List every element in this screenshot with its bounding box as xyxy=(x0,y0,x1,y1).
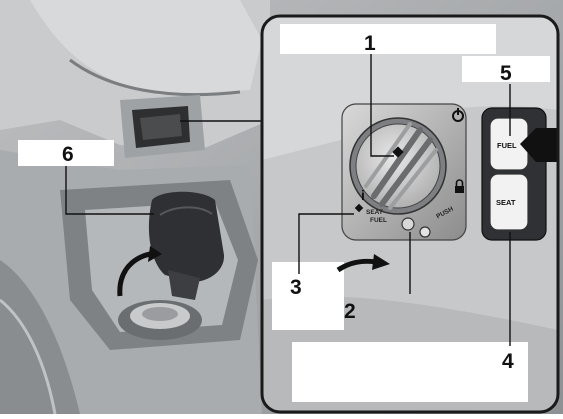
svg-text:SEAT: SEAT xyxy=(496,198,516,207)
label-box-6 xyxy=(18,140,114,166)
svg-text:FUEL: FUEL xyxy=(497,141,517,150)
info-mark: i xyxy=(361,187,365,203)
label-box-5 xyxy=(462,56,550,82)
knob-pointer xyxy=(392,146,404,158)
leader-line-3 xyxy=(298,213,354,274)
rotate-arrow-icon xyxy=(336,258,377,273)
callout-3: 3 xyxy=(290,276,302,299)
indicator-button[interactable] xyxy=(401,217,415,231)
callout-6: 6 xyxy=(62,143,74,166)
seat-label-small: SEAT xyxy=(366,209,383,216)
arrow-icon xyxy=(117,251,151,297)
fuel-label-small: FUEL xyxy=(370,217,387,224)
callout-2: 2 xyxy=(344,300,356,323)
detail-panel: i SEAT FUEL PUSH FUEL SEAT 1 5 3 2 4 xyxy=(260,14,560,414)
callout-4: 4 xyxy=(502,350,514,373)
label-box-3-2 xyxy=(272,262,344,330)
panel-frame xyxy=(260,14,560,414)
leader-line-1 xyxy=(370,54,394,157)
lock-icon xyxy=(455,179,464,193)
callout-1: 1 xyxy=(364,32,376,55)
seat-button[interactable] xyxy=(489,173,529,231)
label-box-1 xyxy=(280,24,496,54)
power-icon xyxy=(452,108,464,122)
leader-line-6 xyxy=(65,166,154,215)
press-arrow-icon xyxy=(520,128,558,162)
callout-5: 5 xyxy=(500,62,512,85)
label-box-4 xyxy=(292,342,528,402)
